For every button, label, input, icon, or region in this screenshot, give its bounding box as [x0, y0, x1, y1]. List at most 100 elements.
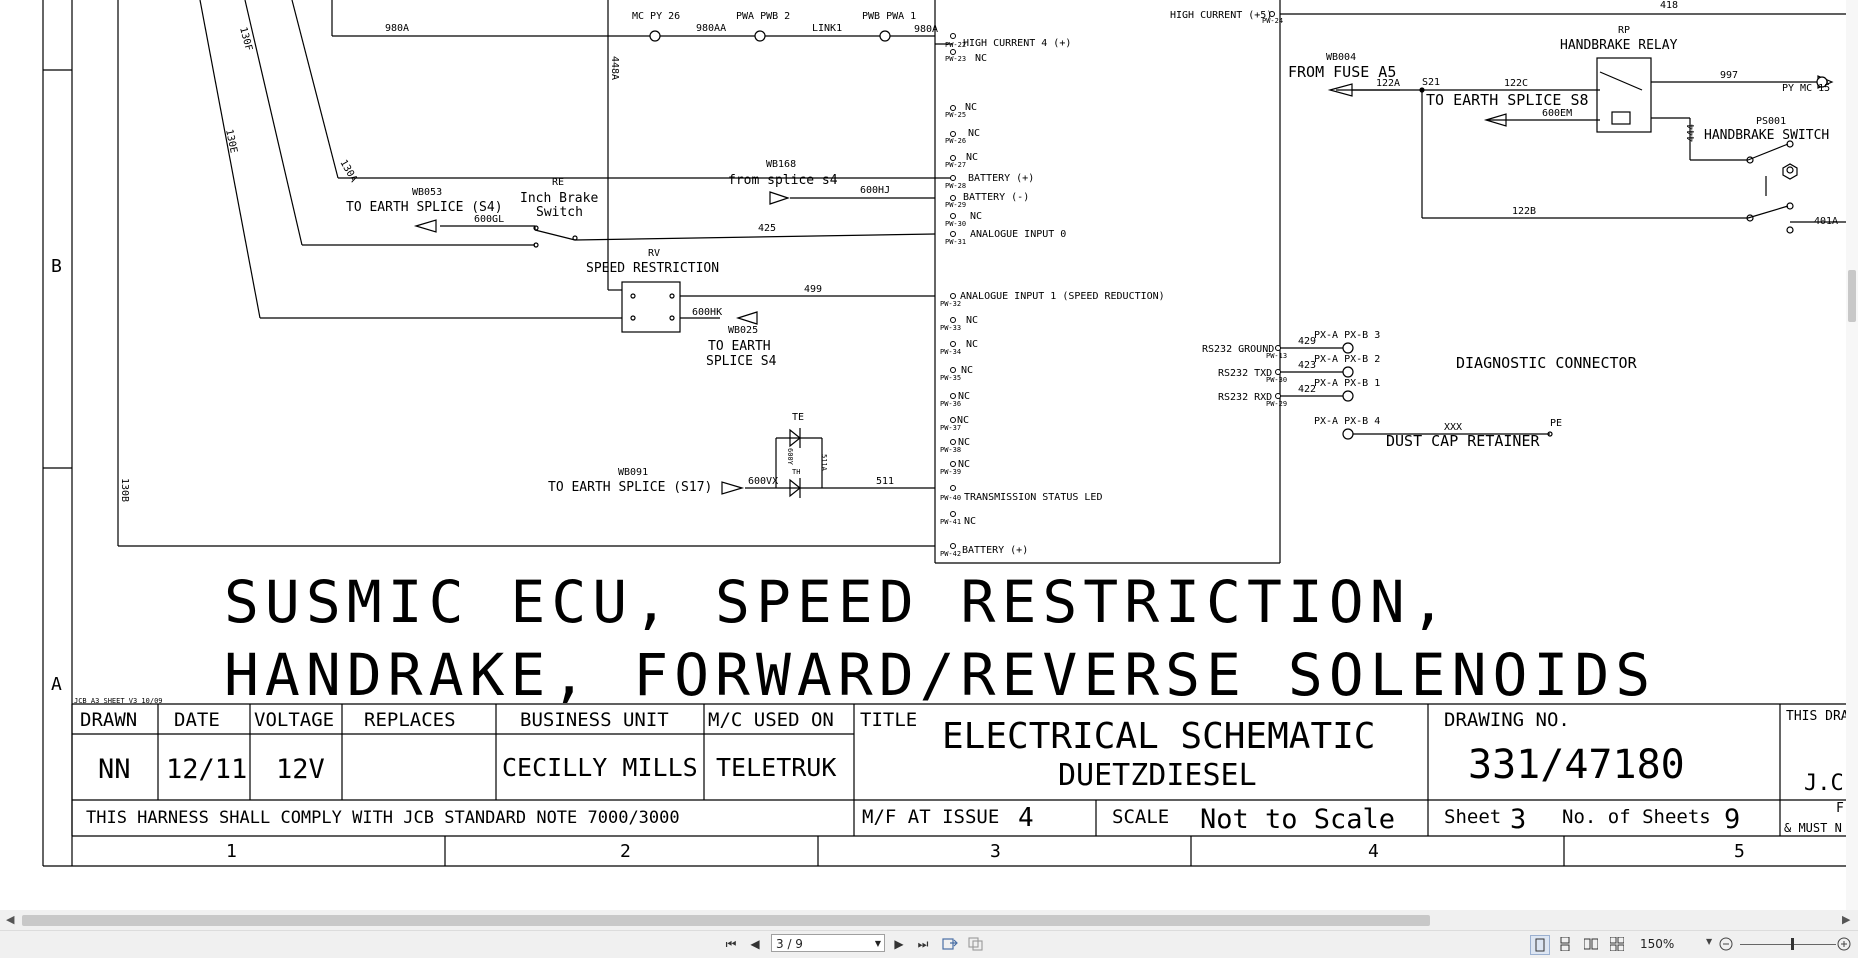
scroll-left-icon[interactable]: ◀ [6, 913, 15, 926]
wire-label: LINK1 [812, 23, 842, 34]
pin-number: PW-26 [945, 137, 966, 145]
pin-label: RS232 TXD [1218, 368, 1272, 379]
pin-label: NC [966, 152, 978, 163]
tb-drawing-no-header: DRAWING NO. [1444, 709, 1570, 731]
earth-label: TO EARTH SPLICE (S4) [346, 200, 503, 215]
column-1: 1 [226, 841, 237, 862]
wire-label: 130E [223, 128, 239, 154]
last-page-icon[interactable]: ⏭ [917, 936, 929, 951]
tb-mc-used-on-header: M/C USED ON [708, 709, 834, 731]
wire-ref: WB168 [766, 159, 796, 170]
pin-label: NC [975, 53, 987, 64]
component-name: HANDBRAKE RELAY [1560, 38, 1678, 53]
zoom-level[interactable]: 150% [1640, 937, 1675, 951]
pin-number: PW-23 [945, 55, 966, 63]
pin-number: PW-36 [940, 400, 961, 408]
wire-label: 418 [1660, 0, 1678, 11]
zone-b: B [51, 256, 62, 277]
tb-no-sheets-value: 9 [1724, 804, 1740, 835]
vertical-scrollbar[interactable] [1846, 0, 1858, 910]
first-page-icon[interactable]: ⏮ [725, 936, 737, 951]
wire-label: 444 [1686, 124, 1697, 142]
earth-label: SPLICE S4 [706, 354, 777, 369]
viewer-toolbar: ⏮ ◀ 3 / 9 ▼ ▶ ⏭ 150% ▼ [0, 930, 1858, 958]
tb-title-value-2: DUETZDIESEL [1058, 758, 1257, 793]
vertical-scroll-thumb[interactable] [1848, 270, 1856, 322]
zoom-in-icon[interactable] [1836, 935, 1852, 953]
pin-label: RS232 RXD [1218, 392, 1272, 403]
wire-label: 980A [385, 23, 409, 34]
tb-no-sheets-header: No. of Sheets [1562, 806, 1711, 828]
pin-number: PW-25 [945, 111, 966, 119]
pin-label: ANALOGUE INPUT 0 [970, 229, 1066, 240]
single-page-view-icon[interactable] [1530, 935, 1550, 955]
pin-number: PW-42 [940, 550, 961, 558]
copy-page-icon[interactable] [967, 935, 985, 953]
tb-business-unit-value: CECILLY MILLS [502, 753, 698, 782]
tb-drawn-header: DRAWN [80, 709, 137, 731]
tb-mf-header: M/F AT ISSUE [862, 806, 999, 828]
pin-number: PW-38 [940, 446, 961, 454]
wire-label: 429 [1298, 336, 1316, 347]
schematic-drawing: B A 1 2 3 4 5 JCB A3 SHEET V3 10/09 980A… [42, 0, 1846, 867]
pin-number: PW-27 [945, 161, 966, 169]
earth-label: TO EARTH SPLICE (S17) [548, 480, 712, 495]
pin-label: ANALOGUE INPUT 1 (SPEED REDUCTION) [960, 291, 1165, 302]
pin-label: NC [958, 391, 970, 402]
horizontal-scroll-thumb[interactable] [22, 915, 1430, 926]
zoom-dropdown-icon[interactable]: ▼ [1706, 937, 1713, 946]
continuous-view-icon[interactable] [1556, 935, 1574, 953]
wire-label: 600EM [1542, 108, 1572, 119]
component-name: HANDBRAKE SWITCH [1704, 128, 1829, 143]
pin-label: RS232 GROUND [1202, 344, 1274, 355]
component-name: DUST CAP RETAINER [1386, 432, 1540, 450]
wire-label: 448A [609, 56, 620, 80]
wire-label: 130A [337, 158, 359, 184]
pin-number: PW-24 [1262, 17, 1283, 25]
column-5: 5 [1734, 841, 1745, 862]
pin-number: PW-37 [940, 424, 961, 432]
column-3: 3 [990, 841, 1001, 862]
pin-label: NC [966, 339, 978, 350]
pin-label: NC [970, 211, 982, 222]
wire-ref: WB004 [1326, 52, 1356, 63]
component-name: DIAGNOSTIC CONNECTOR [1456, 354, 1638, 372]
horizontal-scrollbar[interactable]: ◀ ▶ [0, 910, 1858, 930]
earth-label: TO EARTH [708, 339, 771, 354]
connector-label: PX-A PX-B 4 [1314, 416, 1380, 427]
tb-drawn-value: NN [98, 754, 131, 785]
page-number-input[interactable]: 3 / 9 ▼ [771, 934, 885, 952]
wire-label: 600HK [692, 307, 722, 318]
previous-page-icon[interactable]: ◀ [750, 937, 760, 951]
tb-date-header: DATE [174, 709, 220, 731]
connector-label: PWA PWB 2 [736, 11, 790, 22]
pin-number: PW-40 [940, 494, 961, 502]
pin-number: PW-32 [940, 300, 961, 308]
pin-number: PW-30 [1266, 376, 1287, 384]
tb-voltage-value: 12V [276, 754, 325, 785]
pin-label: NC [966, 315, 978, 326]
fuse-label: FROM FUSE A5 [1288, 63, 1396, 81]
tb-business-unit-header: BUSINESS UNIT [520, 709, 669, 731]
two-page-continuous-icon[interactable] [1608, 935, 1626, 953]
zoom-out-icon[interactable] [1718, 935, 1734, 953]
pin-label: BATTERY (-) [963, 192, 1029, 203]
tb-date-value: 12/11 [166, 754, 247, 785]
chevron-down-icon[interactable]: ▼ [874, 939, 881, 948]
scroll-right-icon[interactable]: ▶ [1842, 913, 1851, 926]
component-name: Switch [536, 205, 583, 220]
tb-scale-value: Not to Scale [1200, 804, 1395, 835]
next-page-icon[interactable]: ▶ [894, 937, 904, 951]
wire-label: 600GL [474, 214, 504, 225]
two-page-view-icon[interactable] [1582, 935, 1600, 953]
zoom-slider-handle[interactable] [1791, 938, 1794, 950]
wire-label: 499 [804, 284, 822, 295]
sheet-title-line-2: HANDRAKE, FORWARD/REVERSE SOLENOIDS [224, 641, 1656, 709]
zoom-slider-track[interactable] [1740, 944, 1836, 945]
tb-mc-value: TELETRUK [716, 753, 836, 782]
component-name: SPEED RESTRICTION [586, 261, 719, 276]
export-page-icon[interactable] [941, 935, 959, 953]
pin-number: PW-30 [945, 220, 966, 228]
wire-label: 600Y [786, 448, 794, 466]
sheet-ref: JCB A3 SHEET V3 10/09 [74, 697, 163, 705]
